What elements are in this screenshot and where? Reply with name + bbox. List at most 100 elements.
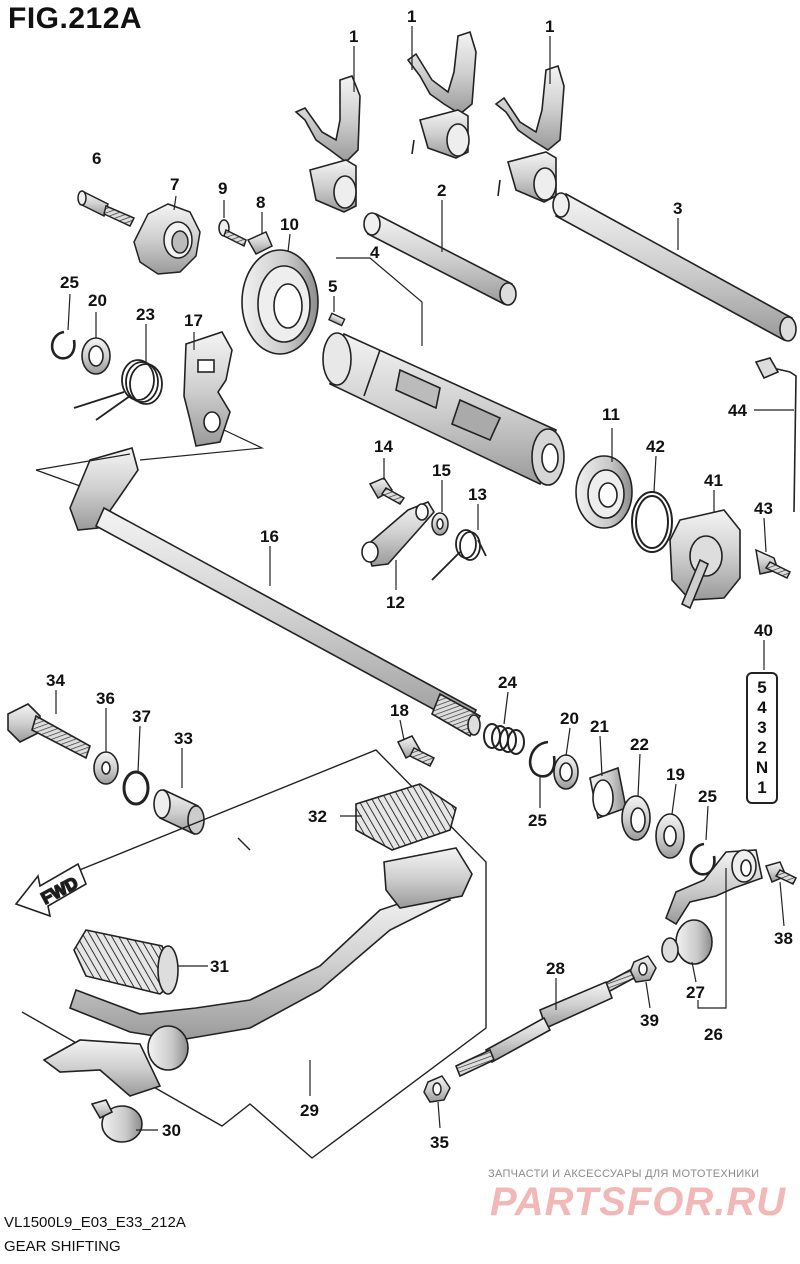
wire-clamp-44 [754,357,797,513]
callout-oring-42: 42 [646,437,665,456]
plate-8 [246,231,273,255]
bolt-14 [368,477,406,505]
gear-position-n: N [755,758,769,777]
washer-15 [431,512,449,536]
nut-35 [423,1075,451,1103]
ball-joint-27 [661,919,713,965]
gearshift-cam-drum [322,332,565,486]
figure-title: FIG.212A [8,2,143,35]
callout-bolt-38: 38 [774,929,793,948]
callout-arm-27: 27 [686,983,705,1002]
oil-seal-22 [621,795,651,841]
callout-rubber-31: 31 [210,957,229,976]
callout-seal-22: 22 [630,735,649,754]
callout-fork-mid: 1 [407,7,416,26]
lever-joint-30 [90,1099,143,1143]
callout-gear-box-40: 40 [754,621,773,640]
callout-bearing-11: 11 [602,405,620,424]
watermark-tagline: ЗАПЧАСТИ И АКСЕССУАРЫ ДЛЯ МОТОТЕХНИКИ [488,1168,760,1180]
gearshift-lever-29 [42,847,473,1097]
bush-21 [589,766,627,820]
gearshift-link-rod-28 [454,968,636,1078]
callout-bolt-6: 6 [92,149,101,168]
forward-direction-arrow: FWD [14,862,87,918]
callout-bearing-10: 10 [280,215,299,234]
callout-lever-29: 29 [300,1101,319,1120]
callout-nut-39: 39 [640,1011,659,1030]
bolt-18 [396,735,436,768]
gear-position-box-40: 5 4 3 2 N 1 [746,672,778,804]
stopper-arm-12 [361,501,435,567]
bolt-38 [765,861,798,885]
gear-position-1: 1 [757,778,767,797]
callout-lever-26: 26 [704,1025,723,1044]
callout-joint-30: 30 [162,1121,181,1140]
circlip-25b [528,740,556,778]
pivot-bush-33 [153,788,205,836]
callout-fork-right: 1 [545,17,554,36]
callout-drum: 4 [370,243,380,262]
cam-bolt-6 [77,190,136,227]
leader-lines [35,26,794,1131]
callout-bolt-18: 18 [390,701,409,720]
bolt-43 [755,548,792,579]
callout-spring-23: 23 [136,305,155,324]
gearshift-arm-26 [665,849,763,926]
callout-cover-41: 41 [704,471,723,490]
callout-washer-19: 19 [666,765,685,784]
toe-pad-32 [355,783,457,851]
callout-shaft-2: 2 [437,181,446,200]
circlip-25c [689,842,716,876]
ring-37 [122,770,150,806]
callout-wire-44: 44 [728,401,747,420]
pivot-bolt-34 [7,703,91,760]
callout-bolt-34: 34 [46,671,65,690]
callout-shift-shaft-16: 16 [260,527,279,546]
screw-9 [218,219,247,248]
cam-pin [328,312,346,327]
callout-spring-24: 24 [498,673,517,692]
spring-24 [483,723,525,755]
callout-bush-21: 21 [590,717,609,736]
gear-position-switch-41 [669,509,741,610]
callout-plate-17: 17 [184,311,203,330]
shift-fork-left [294,75,361,213]
gear-position-5: 5 [757,678,767,697]
callout-bolt-14: 14 [374,437,393,456]
callout-circlip-25c: 25 [698,787,717,806]
washer-36 [93,751,119,785]
bearing-10 [241,249,319,355]
return-spring-23 [73,359,163,421]
callout-labels: 1 1 1 2 3 4 5 6 7 9 8 10 25 20 23 17 11 … [46,7,793,1152]
callout-washer-20b: 20 [560,709,579,728]
bearing-11 [575,455,633,529]
callout-cam-7: 7 [170,175,179,194]
callout-pad-32: 32 [308,807,327,826]
callout-washer-20a: 20 [88,291,107,310]
callout-rod-28: 28 [546,959,565,978]
gear-position-2: 2 [757,738,767,757]
lever-rubber-31 [73,929,179,995]
gear-position-4: 4 [757,698,767,717]
gear-position-3: 3 [757,718,767,737]
callout-circlip-25b: 25 [528,811,547,830]
callout-pin: 5 [328,277,337,296]
callout-ring-37: 37 [132,707,151,726]
washer-19 [655,813,685,859]
callout-plate-8: 8 [256,193,265,212]
callout-fork-left: 1 [349,27,358,46]
o-ring-42 [631,491,673,553]
callout-washer-15: 15 [432,461,451,480]
callout-stopper-12: 12 [386,593,405,612]
shift-fork-mid [406,30,477,159]
gearshift-shaft-16 [69,447,482,738]
figure-code: VL1500L9_E03_E33_212A [4,1214,186,1231]
cam-plate-7 [133,203,201,275]
callout-bush-33: 33 [174,729,193,748]
lever-assembly-outline [21,749,487,1159]
callout-spring-13: 13 [468,485,487,504]
callout-washer-36: 36 [96,689,115,708]
callout-bolt-43: 43 [754,499,773,518]
callout-shaft-3: 3 [673,199,682,218]
callout-circlip-25a: 25 [60,273,79,292]
